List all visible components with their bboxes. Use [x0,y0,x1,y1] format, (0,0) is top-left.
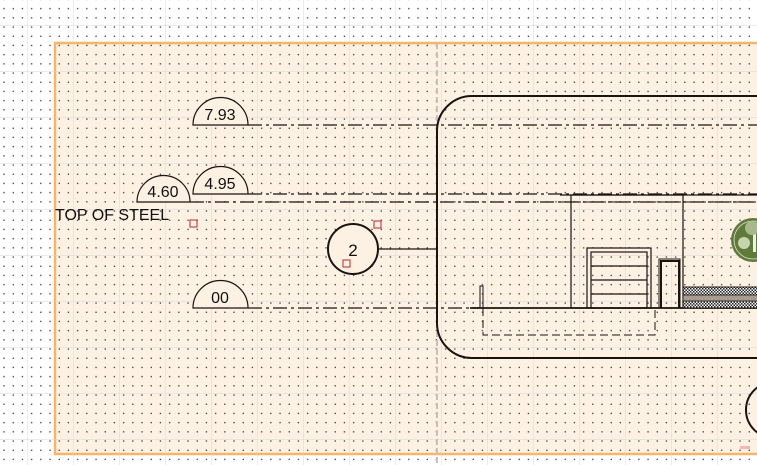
level-marker-00[interactable]: 00 [192,279,480,309]
selection-handle[interactable] [740,446,750,449]
level-marker-7-93[interactable]: 7.93 [192,96,757,126]
section-marker[interactable]: 2 [327,223,436,275]
selection-handle[interactable] [342,259,351,268]
level-marker-4-95[interactable]: 4.95 [192,165,757,195]
level-label: 4.60 [147,184,178,201]
selection-handle[interactable] [189,219,198,228]
level-marker-4-60[interactable]: 4.60 TOP OF STEEL [55,174,757,224]
hatched-wall [682,286,757,309]
elevation-frame[interactable] [436,95,757,359]
door [658,258,681,309]
level-label: 4.95 [204,176,235,193]
section-marker-label: 2 [348,241,357,260]
building-elevation[interactable] [470,194,757,336]
level-note: TOP OF STEEL [55,207,169,224]
selection-handle[interactable] [373,220,382,229]
tree-logo-icon [731,218,757,262]
partial-marker[interactable] [745,382,757,438]
level-label: 00 [211,290,229,307]
garage-door [586,247,652,309]
level-label: 7.93 [204,107,235,124]
